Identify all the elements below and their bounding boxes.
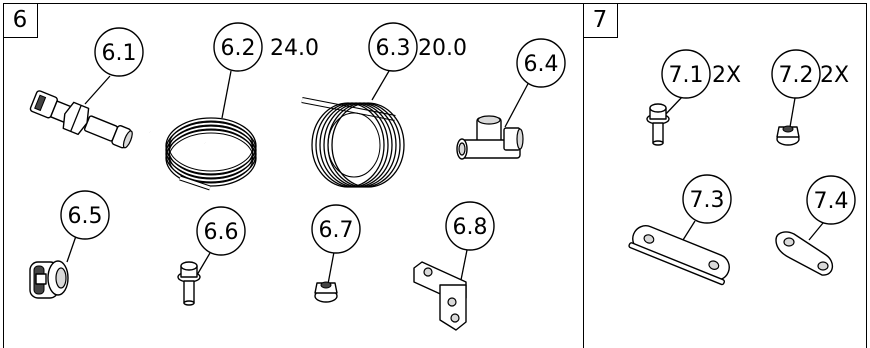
callout-6-5: 6.5 (60, 190, 110, 240)
callout-6-7-label: 6.7 (319, 218, 354, 243)
callout-6-3: 6.3 20.0 (368, 22, 467, 72)
callout-6-2: 6.2 24.0 (213, 22, 319, 72)
part-6-3-tubing-icon (301, 70, 405, 188)
callout-7-4-label: 7.4 (814, 189, 849, 214)
callout-7-1: 7.1 2X (661, 49, 741, 99)
part-7-4-tab-plate-icon (775, 222, 833, 276)
callout-7-1-qty: 2X (712, 63, 741, 88)
part-7-2-nut-icon (776, 97, 800, 146)
callout-6-8: 6.8 (445, 201, 495, 251)
callout-6-1-label: 6.1 (102, 41, 137, 66)
group-tag-7: 7 (582, 2, 618, 38)
callout-7-4: 7.4 (806, 175, 856, 225)
callout-7-2: 7.2 2X (771, 49, 849, 99)
callout-7-3: 7.3 (682, 174, 732, 224)
part-6-1-fitting-icon (29, 75, 133, 149)
callout-6-4-label: 6.4 (524, 52, 559, 77)
callout-6-6: 6.6 (196, 206, 246, 256)
callout-6-6-label: 6.6 (204, 220, 239, 245)
callout-6-1: 6.1 (94, 27, 144, 77)
callout-7-2-label: 7.2 (779, 63, 814, 88)
part-6-2-tubing-icon (149, 70, 257, 191)
callout-6-4: 6.4 (516, 38, 566, 88)
callout-6-3-label: 6.3 (376, 36, 411, 61)
callout-6-2-qty: 24.0 (270, 36, 319, 61)
callout-7-2-qty: 2X (820, 63, 849, 88)
callout-6-7: 6.7 (311, 204, 361, 254)
part-6-7-nut-icon (314, 251, 338, 303)
callout-6-8-label: 6.8 (453, 215, 488, 240)
part-7-1-bolt-icon (646, 95, 684, 146)
callout-7-3-label: 7.3 (690, 188, 725, 213)
callout-6-5-label: 6.5 (68, 204, 103, 229)
callout-7-1-label: 7.1 (669, 63, 704, 88)
callout-6-2-label: 6.2 (221, 36, 256, 61)
part-6-8-bracket-icon (413, 249, 468, 331)
part-7-3-plate-icon (628, 220, 730, 286)
part-6-6-bolt-icon (177, 252, 211, 306)
part-6-5-clip-fitting-icon (29, 235, 77, 299)
group-tag-6: 6 (2, 2, 38, 38)
group-panel-7: 7 (582, 2, 867, 348)
callout-6-3-qty: 20.0 (418, 36, 467, 61)
part-6-4-tee-fitting-icon (456, 79, 531, 160)
